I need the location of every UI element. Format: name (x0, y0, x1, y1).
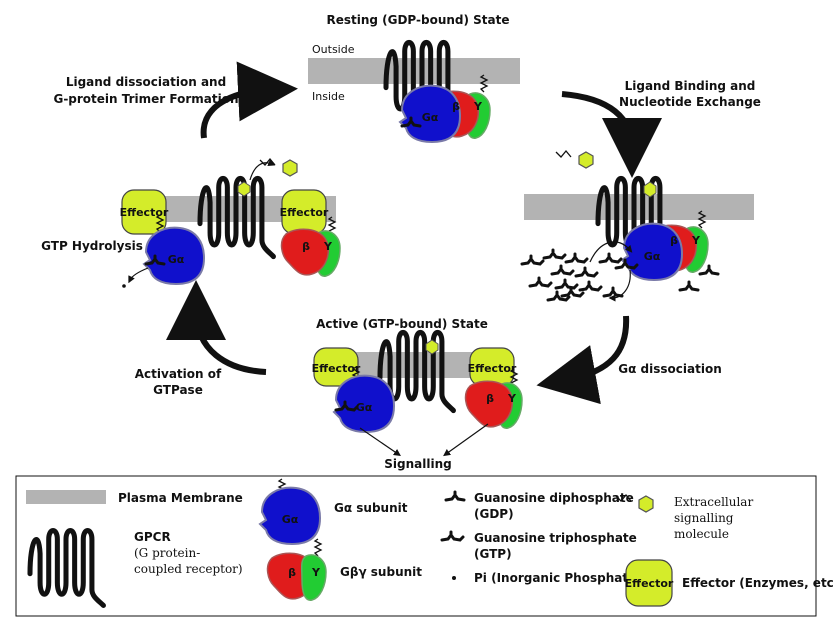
legend-gtp-swatch (440, 530, 465, 542)
step-gtp-hydrolysis: GTP Hydrolysis (41, 239, 143, 253)
ligand-leaving (259, 158, 298, 177)
alpha-label-bottom: Gα (356, 401, 373, 414)
arrow-gdp-out (608, 269, 631, 302)
gamma-label-top: Y (473, 100, 483, 113)
gamma-label-bottom: Y (507, 392, 517, 405)
legend-gdp-line1: Guanosine diphosphate (474, 491, 634, 505)
beta-label-top: β (452, 100, 460, 113)
step-dissociation-line1: Ligand dissociation and (66, 75, 226, 89)
step-galpha-dissociation: Gα dissociation (618, 362, 721, 376)
legend-box (15, 475, 817, 617)
legend-ligand-line2: signalling (674, 511, 734, 525)
legend-pi-swatch (452, 576, 456, 580)
membrane-right (524, 194, 754, 220)
effector-left (121, 189, 167, 235)
resting-state-panel: Resting (GDP-bound) State Outside Inside… (308, 13, 520, 143)
gpcr-left (200, 179, 273, 257)
resting-state-title: Resting (GDP-bound) State (326, 13, 509, 27)
legend-bg-anchor (314, 538, 322, 557)
legend-gtp-line2: (GTP) (474, 547, 512, 561)
legend-effector-inner: Effector (625, 577, 674, 590)
legend-ligand-line1: Extracellular (674, 495, 753, 509)
ligand-bound-right (643, 181, 657, 198)
step-dissociation-line2: G-protein Trimer Formation (53, 92, 238, 106)
legend-ligand-line3: molecule (674, 527, 729, 541)
arrow-bottom-left (166, 280, 267, 375)
gamma-label-left: Y (323, 240, 333, 253)
arrow-signal-right (443, 423, 489, 457)
legend-gdp-line2: (GDP) (474, 507, 514, 521)
legend: Plasma Membrane GPCR (G protein- coupled… (15, 475, 834, 617)
arrow-ligand-out (249, 159, 276, 181)
ligand-bound-bottom (425, 339, 439, 355)
pi-left (122, 284, 126, 288)
effector-label-left: Effector (120, 206, 169, 219)
effector-bottom-left (313, 347, 359, 387)
active-state-panel: Active (GTP-bound) State Effector Effect… (312, 317, 523, 471)
legend-galpha-label: Gα subunit (334, 501, 408, 515)
arrow-top-left (200, 61, 298, 139)
beta-label-bottom: β (486, 392, 494, 405)
legend-gpcr-line1: GPCR (134, 530, 171, 544)
legend-gbg-label: Gβγ subunit (340, 565, 422, 579)
alpha-label-top: Gα (422, 111, 439, 124)
step-binding-line1: Ligand Binding and (625, 79, 756, 93)
legend-membrane-swatch (26, 490, 106, 504)
exchange-panel: Gα β Y (520, 150, 754, 302)
beta-label-right: β (670, 234, 678, 247)
step-binding-line2: Nucleotide Exchange (619, 95, 761, 109)
gdp-free-1 (678, 280, 700, 292)
arrow-pi-out (128, 267, 149, 284)
legend-pi-label: Pi (Inorganic Phosphate) (474, 571, 642, 585)
ligand-incoming (555, 150, 594, 169)
beta-label-left: β (302, 240, 310, 253)
inside-label: Inside (312, 90, 345, 103)
legend-gamma-inner: Y (311, 566, 321, 579)
step-activation-line1: Activation of (135, 367, 222, 381)
ligand-bound-left (237, 181, 251, 197)
legend-gtp-line1: Guanosine triphosphate (474, 531, 637, 545)
arrow-gtp-in (589, 241, 633, 263)
active-state-title: Active (GTP-bound) State (316, 317, 488, 331)
legend-gpcr-line2: (G protein- (134, 546, 200, 560)
signalling-label: Signalling (384, 457, 451, 471)
effector-label-bottom-left: Effector (312, 362, 361, 375)
legend-gpcr-line3: coupled receptor) (134, 562, 243, 576)
arrow-signal-left (359, 427, 401, 457)
legend-effector-label: Effector (Enzymes, etc) (682, 576, 834, 590)
alpha-label-right: Gα (644, 250, 661, 263)
gdp-free-2 (698, 264, 720, 276)
legend-effector-swatch (625, 559, 673, 607)
hydrolysis-panel: Effector Effector Gα GTP Hydrolysis β Y (41, 158, 341, 288)
gtp-pool (520, 248, 623, 302)
arrow-top-right (561, 91, 662, 178)
legend-gpcr-swatch (30, 531, 103, 606)
legend-membrane-label: Plasma Membrane (118, 491, 243, 505)
outside-label: Outside (312, 43, 355, 56)
arrow-right-bottom (536, 315, 630, 405)
gamma-label-right: Y (691, 234, 701, 247)
effector-label-right: Effector (280, 206, 329, 219)
legend-alpha-inner: Gα (282, 513, 299, 526)
effector-label-bottom-right: Effector (468, 362, 517, 375)
step-activation-line2: GTPase (153, 383, 203, 397)
legend-gdp-swatch (444, 490, 466, 502)
legend-beta-inner: β (288, 566, 296, 579)
alpha-label-left: Gα (168, 253, 185, 266)
gdp-leaving (602, 286, 624, 298)
